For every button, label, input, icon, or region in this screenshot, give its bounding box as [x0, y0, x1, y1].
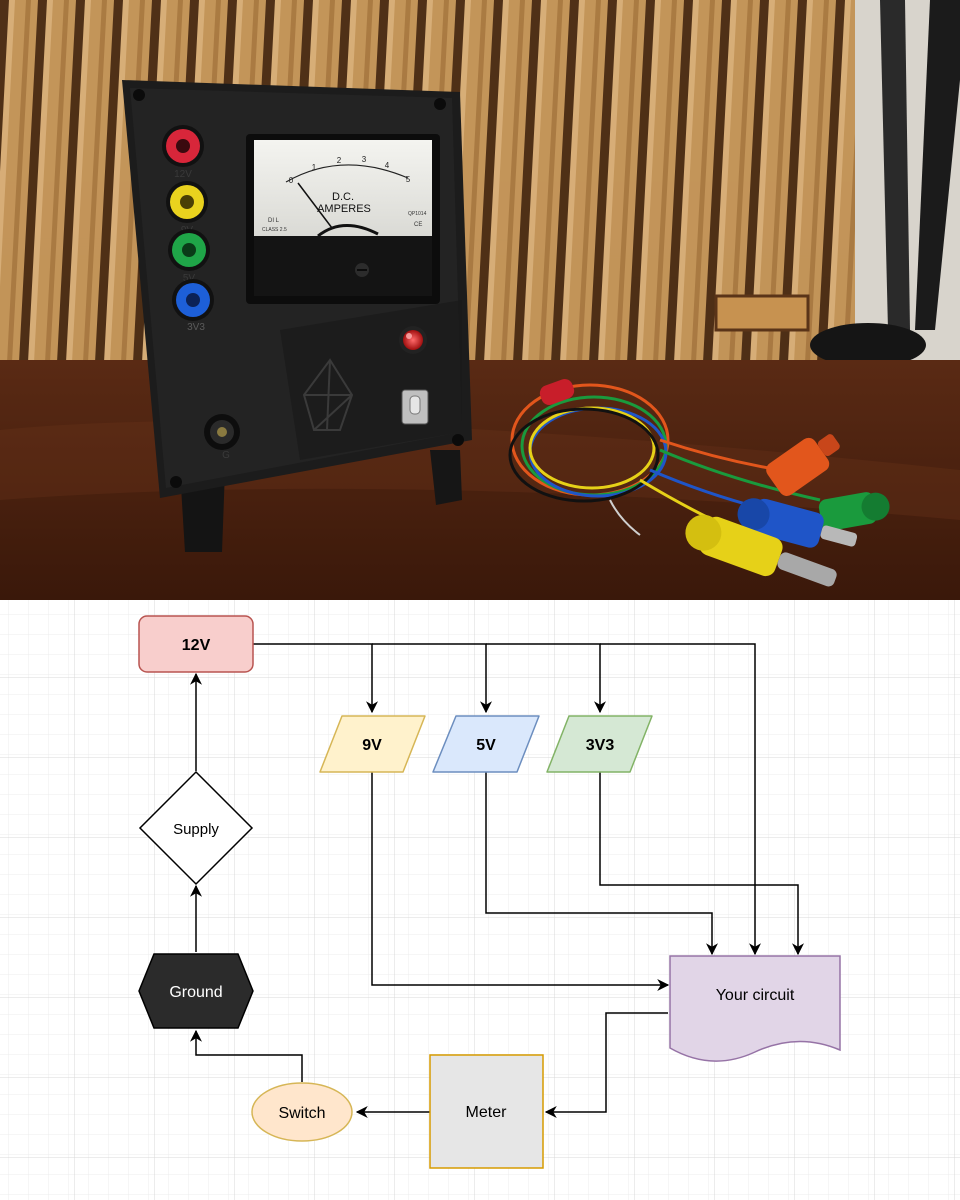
node-9v[interactable]: 9V	[319, 715, 426, 773]
meter-mark-right-2: CE	[414, 222, 422, 228]
plug-blue	[737, 498, 858, 548]
meter-scale-5: 5	[406, 175, 411, 184]
connectors	[190, 643, 804, 1118]
logo-emboss	[302, 358, 354, 431]
test-leads	[508, 383, 821, 536]
meter-mark-left-1: DI L	[268, 218, 280, 224]
node-meter-label: Meter	[466, 1104, 508, 1121]
plug-yellow	[685, 514, 837, 587]
edge-circuit-meter	[544, 1012, 668, 1118]
slat-block	[714, 294, 810, 332]
edge-5v-circuit	[485, 772, 718, 956]
edge-12v-circuit	[600, 643, 761, 956]
meter-mark-left-2: CLASS 2.5	[262, 227, 287, 233]
flow-diagram: 12V 9V 5V 3V3 Supply Ground Your circuit…	[0, 600, 960, 1200]
plug-green	[818, 492, 890, 531]
node-5v-label: 5V	[476, 737, 496, 754]
jack-label-12v: 12V	[174, 169, 192, 180]
meter-scale-3: 3	[362, 155, 367, 164]
node-3v3-label: 3V3	[586, 737, 615, 754]
meter-scale-1: 1	[312, 163, 317, 172]
panel-stand-right	[430, 450, 462, 505]
product-photo: 12V 9V 5V 3V3 G 0 1 2 3 4 5 D.C. AMPE	[0, 0, 960, 600]
node-supply[interactable]: Supply	[138, 770, 254, 886]
jack-label-5v: 5V	[183, 273, 196, 284]
toggle-switch	[401, 389, 429, 425]
indicator-led	[399, 326, 427, 354]
jack-12v	[162, 125, 204, 167]
node-meter[interactable]: Meter	[429, 1054, 544, 1169]
meter-scale-0: 0	[289, 176, 294, 185]
diagram-canvas: 12V 9V 5V 3V3 Supply Ground Your circuit…	[0, 600, 960, 1200]
node-ground-label: Ground	[169, 984, 222, 1001]
jack-9v	[166, 181, 208, 223]
node-3v3[interactable]: 3V3	[546, 715, 653, 773]
stand-leg-near	[915, 0, 960, 330]
meter-mark-right-1: QP1014	[408, 211, 427, 217]
jack-label-3v3: 3V3	[187, 322, 205, 333]
bench-power-supply-photo: 12V 9V 5V 3V3 G 0 1 2 3 4 5 D.C. AMPE	[0, 0, 960, 600]
edge-9v-circuit	[371, 772, 670, 991]
jack-label-ground: G	[222, 450, 230, 461]
node-supply-label: Supply	[173, 821, 219, 838]
meter-scale-2: 2	[337, 156, 342, 165]
edge-switch-ground	[190, 1029, 303, 1082]
jack-ground	[204, 414, 240, 450]
jack-3v3	[172, 279, 214, 321]
edge-3v3-circuit	[599, 772, 804, 956]
meter-title: D.C.	[332, 191, 354, 203]
node-9v-label: 9V	[362, 737, 382, 754]
velcro-strap	[539, 379, 575, 405]
stand-leg-far	[880, 0, 910, 330]
node-your-circuit[interactable]: Your circuit	[669, 955, 841, 1062]
meter-scale-4: 4	[385, 161, 390, 170]
node-switch-label: Switch	[278, 1105, 325, 1122]
node-your-circuit-label: Your circuit	[716, 987, 795, 1004]
ammeter	[246, 134, 440, 304]
node-switch[interactable]: Switch	[251, 1082, 353, 1142]
node-12v-label: 12V	[182, 637, 211, 654]
jack-5v	[168, 229, 210, 271]
meter-subtitle: AMPERES	[317, 203, 371, 215]
node-12v[interactable]: 12V	[138, 615, 254, 673]
stand-base	[810, 323, 926, 367]
plug-red	[766, 434, 840, 496]
node-ground[interactable]: Ground	[138, 953, 254, 1029]
node-5v[interactable]: 5V	[432, 715, 540, 773]
